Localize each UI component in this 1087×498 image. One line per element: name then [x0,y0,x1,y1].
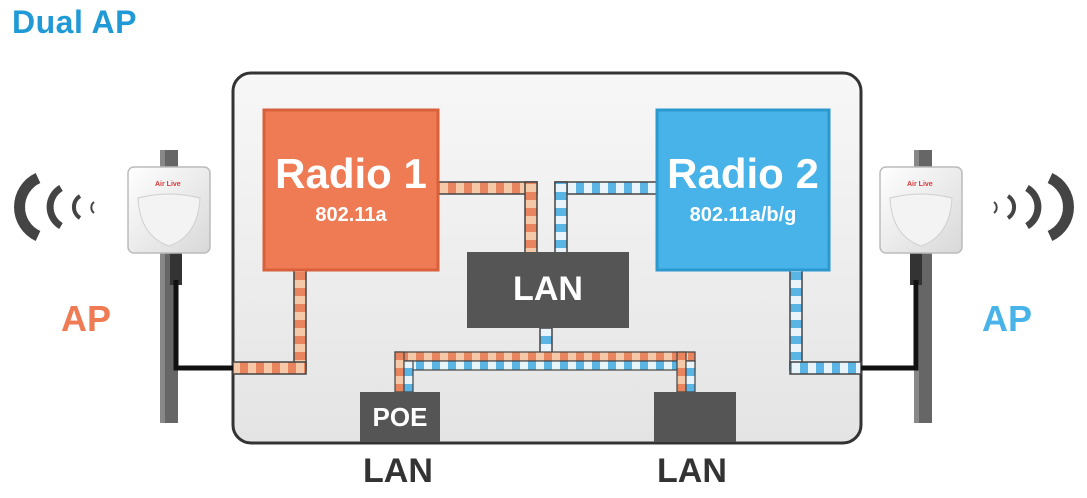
left-ap-label: AP [61,298,112,339]
lan-switch [467,252,629,328]
right-ap-label: AP [982,298,1033,339]
right-access-point-icon: Air Live [879,166,963,254]
left-wifi-waves-icon [14,173,95,241]
radio-2-standard: 802.11a/b/g [689,204,797,226]
poe-port-label: POE [372,402,428,432]
svg-text:Air Live: Air Live [907,181,933,188]
right-wifi-waves-icon [993,173,1074,241]
lan-port-right [654,392,736,442]
poe-port [360,392,440,442]
lan-port-right-label: LAN [657,452,727,490]
left-access-point-icon: Air Live [127,166,211,254]
svg-text:Air Live: Air Live [155,181,181,188]
radio-1-label: Radio 1 [275,150,427,197]
page-title: Dual AP [12,4,137,40]
radio-2-module [655,108,831,272]
lan-switch-label: LAN [513,270,583,308]
radio-1-module [262,108,440,272]
radio-1-standard: 802.11a [315,204,387,226]
lan-port-left-label: LAN [363,452,433,490]
radio-2-label: Radio 2 [667,150,819,197]
